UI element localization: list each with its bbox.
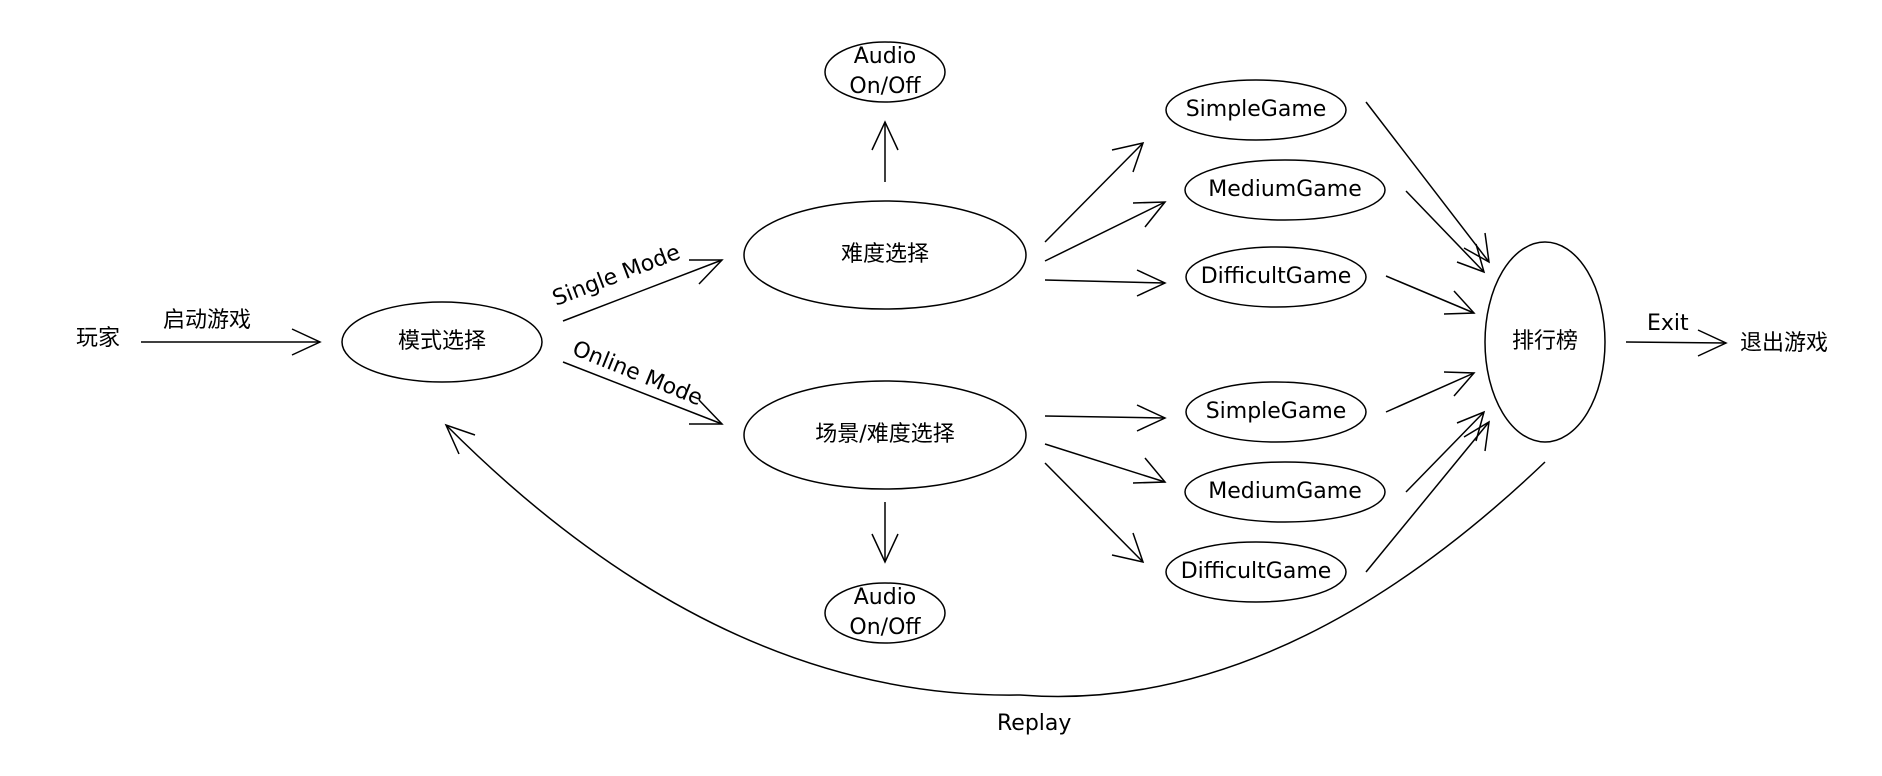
node-scene-difficulty-select-label: 场景/难度选择 [815, 422, 954, 447]
node-difficulty-select: 难度选择 [743, 200, 1027, 310]
node-single-medium: MediumGame [1184, 159, 1386, 221]
edge-audio-bottom [871, 502, 899, 564]
edge-label-exit: Exit [1647, 311, 1689, 336]
node-single-medium-label: MediumGame [1208, 177, 1361, 202]
edge-single-difficult [1044, 269, 1167, 297]
node-scene-difficulty-select: 场景/难度选择 [743, 380, 1027, 490]
edge-single-mode [562, 259, 724, 322]
edge-audio-top [871, 120, 899, 182]
edge-online-simple [1044, 404, 1167, 432]
node-audio-bottom-line2: On/Off [849, 615, 921, 640]
edge-single-medium [1044, 201, 1167, 262]
node-audio-bottom: Audio On/Off [824, 582, 946, 644]
node-online-medium-label: MediumGame [1208, 479, 1361, 504]
node-difficulty-select-label: 难度选择 [841, 242, 929, 267]
node-player: 玩家 [76, 326, 120, 351]
edge-label-start-game: 启动游戏 [163, 308, 251, 333]
node-online-simple: SimpleGame [1185, 381, 1367, 443]
node-single-simple-label: SimpleGame [1186, 97, 1327, 122]
node-exit-game: 退出游戏 [1740, 331, 1828, 356]
node-leaderboard-label: 排行榜 [1512, 329, 1578, 354]
edge-to-leaderboard-1 [1365, 101, 1490, 264]
edge-online-mode [562, 361, 724, 425]
edge-to-leaderboard-6 [1365, 420, 1490, 573]
node-online-difficult-label: DifficultGame [1181, 559, 1332, 584]
edge-to-leaderboard-2 [1405, 190, 1486, 274]
edge-start-game [141, 328, 322, 356]
node-online-simple-label: SimpleGame [1206, 399, 1347, 424]
node-single-difficult-label: DifficultGame [1201, 264, 1352, 289]
edge-exit [1625, 329, 1728, 357]
edge-label-online-mode: Online Mode [569, 336, 706, 411]
node-single-simple: SimpleGame [1165, 79, 1347, 141]
node-online-medium: MediumGame [1184, 461, 1386, 523]
node-audio-top-line1: Audio [854, 44, 917, 69]
node-leaderboard: 排行榜 [1484, 241, 1606, 443]
node-mode-select-label: 模式选择 [398, 329, 486, 354]
edge-online-medium [1044, 443, 1167, 484]
node-audio-bottom-line1: Audio [854, 585, 917, 610]
node-single-difficult: DifficultGame [1185, 246, 1367, 308]
edge-label-replay: Replay [997, 711, 1071, 736]
edge-to-leaderboard-4 [1385, 371, 1476, 413]
node-audio-top-line2: On/Off [849, 74, 921, 99]
edge-online-difficult [1044, 462, 1145, 564]
node-mode-select: 模式选择 [341, 301, 543, 383]
edge-to-leaderboard-3 [1385, 275, 1476, 315]
edge-to-leaderboard-5 [1405, 410, 1486, 493]
node-online-difficult: DifficultGame [1165, 541, 1347, 603]
edge-replay [444, 423, 1546, 698]
edge-single-simple [1044, 141, 1145, 243]
node-audio-top: Audio On/Off [824, 41, 946, 103]
